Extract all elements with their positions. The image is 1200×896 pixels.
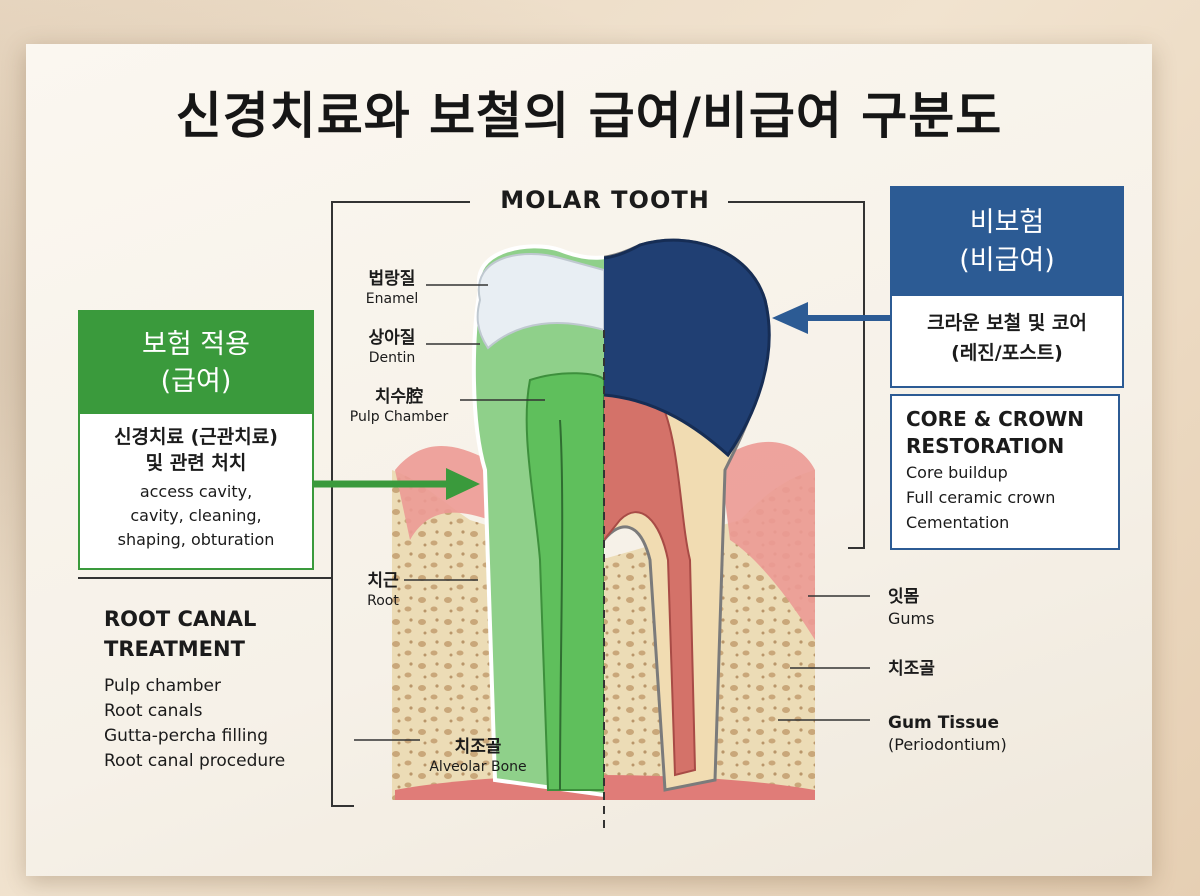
root-canal-item: Root canal procedure — [104, 751, 286, 771]
root-canal-heading-line2: TREATMENT — [104, 637, 245, 661]
left-bracket — [78, 201, 470, 579]
gums-label: 잇몸 Gums — [888, 586, 934, 630]
uncovered-body: 크라운 보철 및 코어 (레진/포스트) — [892, 296, 1122, 368]
dentin-kr: 상아질 — [368, 328, 416, 348]
root-canal-section: ROOT CANAL TREATMENT Pulp chamber Root c… — [104, 604, 344, 774]
bone-kr: 치조골 — [454, 737, 502, 757]
pulp-chamber-label: 치수腔 Pulp Chamber — [338, 386, 460, 426]
core-crown-heading-line1: CORE & CROWN — [906, 407, 1084, 431]
covered-box: 보험 적용 (급여) 신경치료 (근관치료) 및 관련 처치 access ca… — [78, 310, 314, 570]
uncovered-box: 비보험 (비급여) 크라운 보철 및 코어 (레진/포스트) — [890, 186, 1124, 388]
root-canal-item: Gutta-percha filling — [104, 726, 269, 746]
alveolar-kr-label: 치조골 — [888, 658, 935, 680]
core-crown-item: Cementation — [906, 513, 1010, 532]
covered-header: 보험 적용 (급여) — [80, 312, 312, 414]
core-crown-item: Full ceramic crown — [906, 488, 1056, 507]
tissue-en1: Gum Tissue — [888, 713, 999, 733]
pulp-kr: 치수腔 — [374, 387, 424, 407]
molar-tooth-label: MOLAR TOOTH — [500, 186, 710, 214]
tissue-en2: (Periodontium) — [888, 735, 1007, 754]
uncovered-header-line1: 비보험 — [969, 207, 1045, 238]
left-bracket-bottom — [331, 578, 354, 807]
gum-right — [720, 441, 815, 640]
uncovered-header-line2: (비급여) — [959, 245, 1055, 276]
covered-en-line3: shaping, obturation — [117, 530, 275, 549]
pulp-right — [604, 384, 697, 777]
root-label: 치근 Root — [352, 570, 414, 610]
core-crown-item: Core buildup — [906, 463, 1008, 482]
uncovered-header: 비보험 (비급여) — [892, 188, 1122, 296]
gum-left — [395, 446, 490, 540]
root-canal-list: Pulp chamber Root canals Gutta-percha fi… — [104, 674, 344, 774]
crown-cap — [604, 238, 771, 458]
alveolar-kr: 치조골 — [888, 659, 935, 679]
root-canal-heading-line1: ROOT CANAL — [104, 607, 257, 631]
covered-body: 신경치료 (근관치료) 및 관련 처치 access cavity, cavit… — [80, 414, 312, 552]
pulp-en: Pulp Chamber — [349, 409, 449, 425]
root-canal-item: Root canals — [104, 701, 203, 721]
root-en: Root — [367, 593, 399, 609]
right-bracket — [728, 201, 865, 549]
uncovered-body-line2: (레진/포스트) — [951, 342, 1063, 364]
bone-en: Alveolar Bone — [429, 759, 527, 775]
covered-header-line1: 보험 적용 — [142, 329, 250, 360]
covered-kr-line1: 신경치료 (근관치료) — [114, 426, 278, 448]
covered-header-line2: (급여) — [160, 366, 232, 397]
gum-tissue-label: Gum Tissue (Periodontium) — [888, 712, 1007, 756]
covered-en-text: access cavity, cavity, cleaning, shaping… — [80, 480, 312, 552]
enamel-left — [476, 253, 604, 350]
green-arrow-head — [446, 468, 480, 500]
alveolar-bone-label: 치조골 Alveolar Bone — [414, 736, 542, 776]
core-crown-heading-line2: RESTORATION — [906, 434, 1065, 458]
gums-en: Gums — [888, 609, 935, 628]
page-title: 신경치료와 보철의 급여/비급여 구분도 — [175, 87, 1003, 145]
enamel-en: Enamel — [365, 291, 419, 307]
covered-en-line2: cavity, cleaning, — [130, 506, 262, 525]
dentin-en: Dentin — [368, 350, 416, 366]
blue-arrow-head — [772, 302, 808, 334]
pulp-left — [525, 372, 604, 791]
covered-en-line1: access cavity, — [139, 482, 253, 501]
enamel-label: 법랑질 Enamel — [352, 268, 432, 308]
root-canal-item: Pulp chamber — [104, 676, 221, 696]
root-canal-heading: ROOT CANAL TREATMENT — [104, 604, 344, 664]
root-kr: 치근 — [367, 571, 399, 591]
core-crown-heading: CORE & CROWN RESTORATION — [906, 406, 1118, 460]
canal-line — [559, 419, 564, 791]
dentin-label: 상아질 Dentin — [352, 327, 432, 367]
gums-kr: 잇몸 — [888, 587, 920, 607]
core-crown-box: CORE & CROWN RESTORATION Core buildup Fu… — [890, 394, 1120, 550]
enamel-kr: 법랑질 — [368, 269, 416, 289]
uncovered-body-line1: 크라운 보철 및 코어 — [927, 312, 1087, 334]
covered-kr-line2: 및 관련 처치 — [145, 452, 247, 474]
